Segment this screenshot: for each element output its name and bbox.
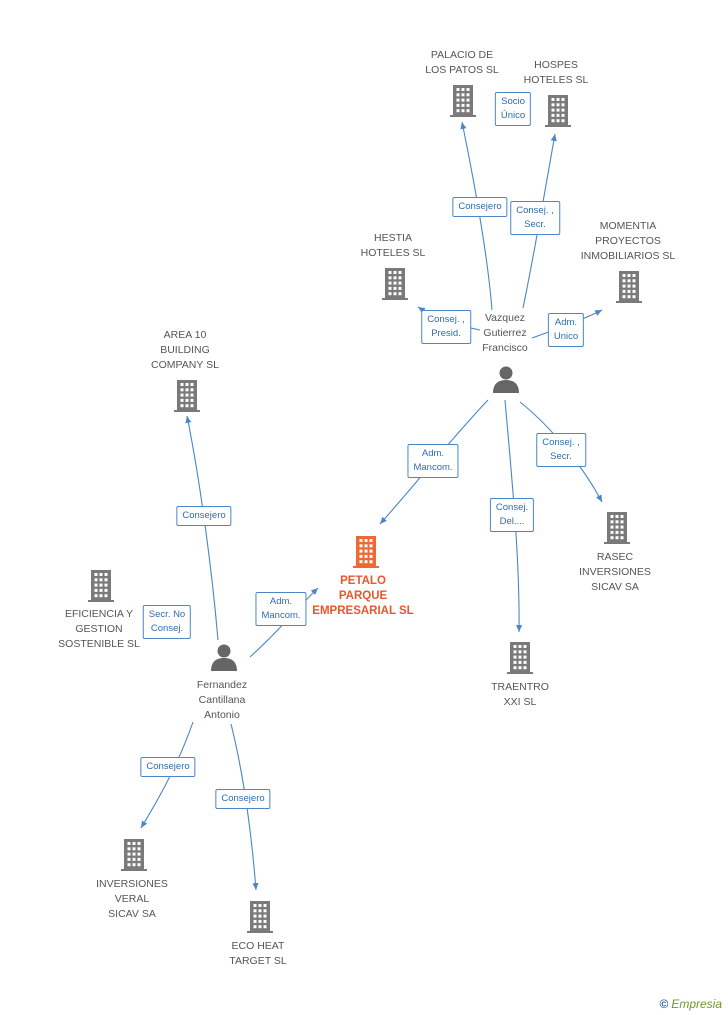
edge-fernandez-inversiones_veral [140, 721, 194, 829]
node-fernandez-person-icon[interactable] [211, 644, 237, 672]
edge-label-fernandez-petalo[interactable]: Adm. Mancom. [255, 592, 307, 626]
node-rasec-building-icon[interactable] [604, 512, 630, 544]
edge-label-vazquez-traentro[interactable]: Consej. Del.... [489, 498, 535, 532]
edge-fernandez-area10 [185, 415, 219, 641]
edge-label-fernandez-eficiencia[interactable]: Secr. No Consej. [142, 605, 192, 639]
node-hospes-label[interactable]: HOSPES HOTELES SL [523, 59, 589, 86]
node-eficiencia-label[interactable]: EFICIENCIA Y GESTION SOSTENIBLE SL [58, 608, 140, 650]
node-palacio-label[interactable]: PALACIO DE LOS PATOS SL [425, 49, 499, 76]
node-petalo-label[interactable]: PETALO PARQUE EMPRESARIAL SL [312, 575, 414, 617]
copyright-symbol: © [659, 997, 669, 1011]
node-inversiones-veral-building-icon[interactable] [121, 839, 147, 871]
edge-label-vazquez-momentia[interactable]: Adm. Unico [547, 313, 585, 347]
edge-label-vazquez-hestia[interactable]: Consej. , Presid. [421, 310, 471, 344]
node-traentro-label[interactable]: TRAENTRO XXI SL [491, 681, 549, 708]
node-vazquez-label[interactable]: Vazquez Gutierrez Francisco [482, 312, 528, 354]
edge-label-fernandez-area10[interactable]: Consejero [176, 506, 232, 526]
edge-vazquez-palacio [460, 121, 493, 311]
node-momentia-label[interactable]: MOMENTIA PROYECTOS INMOBILIARIOS SL [580, 220, 676, 262]
node-eficiencia-building-icon[interactable] [88, 570, 114, 602]
node-inversiones-veral-label[interactable]: INVERSIONES VERAL SICAV SA [96, 878, 168, 920]
edge-label-vazquez-rasec[interactable]: Consej. , Secr. [536, 433, 586, 467]
edge-fernandez-eco_heat [230, 723, 259, 891]
node-rasec-label[interactable]: RASEC INVERSIONES SICAV SA [579, 551, 651, 593]
edge-label-vazquez-hospes[interactable]: Consej. , Secr. [510, 201, 560, 235]
node-hestia-building-icon[interactable] [382, 268, 408, 300]
edge-label-palacio-hospes[interactable]: Socio Único [494, 92, 532, 126]
node-fernandez-label[interactable]: Fernandez Cantillana Antonio [196, 679, 248, 721]
node-momentia-building-icon[interactable] [616, 271, 642, 303]
node-area10-label[interactable]: AREA 10 BUILDING COMPANY SL [151, 329, 219, 371]
edge-label-fernandez-inversiones_veral[interactable]: Consejero [140, 757, 196, 777]
node-palacio-building-icon[interactable] [450, 85, 476, 117]
node-area10-building-icon[interactable] [174, 380, 200, 412]
node-eco-heat-label[interactable]: ECO HEAT TARGET SL [229, 940, 287, 967]
node-vazquez-person-icon[interactable] [493, 366, 519, 394]
node-traentro-building-icon[interactable] [507, 642, 533, 674]
brand-name: Empresia [671, 997, 722, 1011]
edge-label-vazquez-palacio[interactable]: Consejero [452, 197, 508, 217]
node-eco-heat-building-icon[interactable] [247, 901, 273, 933]
edge-label-fernandez-eco_heat[interactable]: Consejero [215, 789, 271, 809]
node-hestia-label[interactable]: HESTIA HOTELES SL [360, 232, 426, 259]
edge-label-vazquez-petalo[interactable]: Adm. Mancom. [407, 444, 459, 478]
node-petalo-building-icon[interactable] [353, 536, 379, 568]
node-hospes-building-icon[interactable] [545, 95, 571, 127]
empresia-brand: ©Empresia [659, 997, 722, 1011]
